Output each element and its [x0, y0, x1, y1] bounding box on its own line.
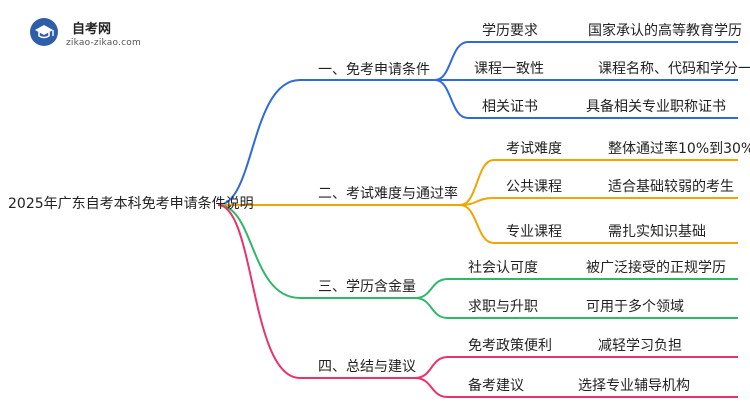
root-topic: 2025年广东自考本科免考申请条件说明 [8, 196, 254, 212]
logo-title: 自考网 [72, 22, 112, 37]
leaf-name-2-1: 考试难度 [506, 141, 562, 157]
leaf-detail-1-1: 国家承认的高等教育学历 [588, 23, 742, 39]
leaf-name-4-1: 免考政策便利 [468, 338, 552, 354]
graduation-cap-icon [30, 18, 58, 46]
leaf-detail-2-1: 整体通过率10%到30% [608, 141, 750, 157]
site-logo[interactable]: 自考网 zikao-zikao.com [30, 14, 150, 50]
leaf-name-1-2: 课程一致性 [474, 61, 544, 77]
leaf-name-1-1: 学历要求 [482, 23, 538, 39]
branch-connector-1 [217, 41, 738, 206]
leaf-name-2-3: 专业课程 [506, 224, 562, 240]
leaf-detail-3-2: 可用于多个领域 [586, 299, 684, 315]
leaf-detail-2-3: 需扎实知识基础 [608, 224, 706, 240]
leaf-name-2-2: 公共课程 [506, 179, 562, 195]
leaf-name-4-2: 备考建议 [468, 378, 524, 394]
branch-label-1: 一、免考申请条件 [318, 62, 430, 78]
leaf-detail-1-3: 具备相关专业职称证书 [586, 99, 726, 115]
branch-connector-2 [218, 159, 738, 244]
leaf-name-1-3: 相关证书 [482, 99, 538, 115]
leaf-detail-1-2: 课程名称、代码和学分一致 [598, 61, 750, 77]
leaf-detail-3-1: 被广泛接受的正规学历 [586, 260, 726, 276]
branch-connector-4 [217, 204, 738, 398]
logo-subtitle: zikao-zikao.com [66, 38, 141, 48]
leaf-detail-4-1: 减轻学习负担 [598, 338, 682, 354]
leaf-detail-4-2: 选择专业辅导机构 [578, 378, 690, 394]
branch-label-2: 二、考试难度与通过率 [318, 186, 458, 202]
branch-label-3: 三、学历含金量 [318, 279, 416, 295]
leaf-name-3-1: 社会认可度 [468, 260, 538, 276]
branch-label-4: 四、总结与建议 [318, 359, 416, 375]
leaf-name-3-2: 求职与升职 [468, 299, 538, 315]
branch-connector-3 [217, 204, 738, 319]
leaf-detail-2-2: 适合基础较弱的考生 [608, 179, 734, 195]
